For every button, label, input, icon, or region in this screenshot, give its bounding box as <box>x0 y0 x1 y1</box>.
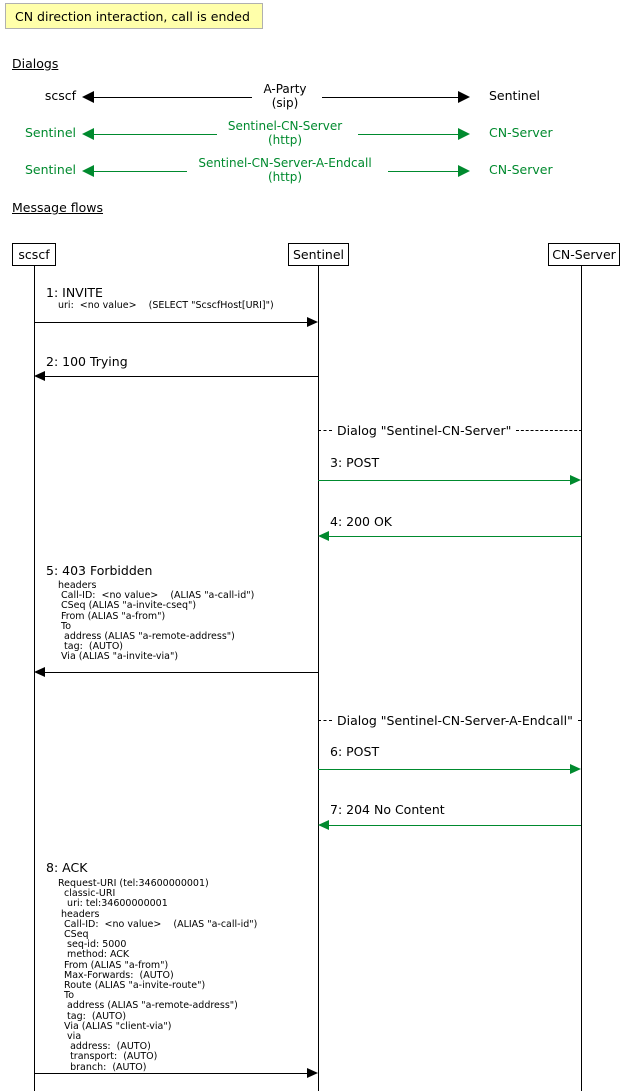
lifeline-scscf <box>34 266 35 1091</box>
message-label-4: 4: 200 OK <box>330 514 393 529</box>
dialog-label-protocol: (http) <box>268 170 302 184</box>
message-line-8 <box>34 1073 308 1074</box>
dialog-line-left <box>94 97 252 98</box>
arrow-left-icon <box>318 820 329 830</box>
dialog-right-endpoint: CN-Server <box>489 125 553 140</box>
message-label-6: 6: POST <box>330 744 380 759</box>
dialog-label-name: Sentinel-CN-Server <box>227 119 343 133</box>
message-label-1: 1: INVITE <box>46 285 103 300</box>
dialog-row: Sentinel Sentinel-CN-Server-A-Endcall (h… <box>0 156 624 193</box>
message-label-8: 8: ACK <box>46 860 88 875</box>
dialog-line-right <box>358 134 458 135</box>
participant-label: Sentinel <box>293 247 345 262</box>
dialog-row: scscf A-Party (sip) Sentinel <box>0 82 624 119</box>
message-line-5 <box>45 672 318 673</box>
dialog-row: Sentinel Sentinel-CN-Server (http) CN-Se… <box>0 119 624 156</box>
message-detail-5: headers Call-ID: <no value> (ALIAS "a-ca… <box>58 580 255 663</box>
separator-dash-right <box>516 429 582 431</box>
message-label-2: 2: 100 Trying <box>46 354 128 369</box>
arrow-right-icon <box>570 475 581 485</box>
dialog-line-left <box>94 171 187 172</box>
arrow-right-icon <box>458 128 470 140</box>
message-line-3 <box>318 480 571 481</box>
dialog-left-endpoint: Sentinel <box>24 162 76 177</box>
dialog-left-endpoint: scscf <box>44 88 76 103</box>
message-flows-section-heading: Message flows <box>12 200 104 215</box>
arrow-right-icon <box>458 165 470 177</box>
dialogs-section-heading: Dialogs <box>12 56 59 71</box>
dialog-label-protocol: (http) <box>268 133 302 147</box>
participant-label: scscf <box>18 247 50 262</box>
message-line-4 <box>329 536 581 537</box>
arrow-left-icon <box>318 531 329 541</box>
arrow-left-icon <box>34 371 45 381</box>
arrow-right-icon <box>570 764 581 774</box>
message-line-7 <box>329 825 581 826</box>
dialog-left-endpoint: Sentinel <box>24 125 76 140</box>
separator-dash-left <box>318 719 332 721</box>
dialog-label: Sentinel-CN-Server-A-Endcall (http) <box>187 156 383 184</box>
dialog-line-right <box>388 171 458 172</box>
dialog-right-endpoint: Sentinel <box>489 88 541 103</box>
dialog-label: Sentinel-CN-Server (http) <box>217 119 353 147</box>
participant-box-scscf[interactable]: scscf <box>12 243 56 266</box>
lifeline-cn-server <box>581 266 582 1091</box>
dialog-label-name: A-Party <box>263 82 307 96</box>
dialogs-list: scscf A-Party (sip) Sentinel Sentinel Se… <box>0 82 624 193</box>
dialog-right-endpoint: CN-Server <box>489 162 553 177</box>
arrow-right-icon <box>307 1068 318 1078</box>
arrow-right-icon <box>307 317 318 327</box>
message-detail-8: Request-URI (tel:34600000001) classic-UR… <box>58 878 258 1073</box>
message-label-3: 3: POST <box>330 455 380 470</box>
message-label-5: 5: 403 Forbidden <box>46 563 153 578</box>
participant-box-cn-server[interactable]: CN-Server <box>548 243 620 266</box>
lifeline-sentinel <box>318 266 319 1091</box>
dialog-label-name: Sentinel-CN-Server-A-Endcall <box>198 156 372 170</box>
dialog-line-left <box>94 134 217 135</box>
sequence-diagram: scscf Sentinel CN-Server 1: INVITE uri: … <box>0 240 624 1091</box>
arrow-left-icon <box>82 91 94 103</box>
separator-dash-left <box>318 429 332 431</box>
arrow-left-icon <box>34 667 45 677</box>
arrow-left-icon <box>82 165 94 177</box>
message-detail-1: uri: <no value> (SELECT "ScscfHost[URI]"… <box>58 300 274 311</box>
diagram-title-text: CN direction interaction, call is ended <box>15 8 250 24</box>
participant-label: CN-Server <box>552 247 616 262</box>
separator-label: Dialog "Sentinel-CN-Server-A-Endcall" <box>337 712 573 728</box>
message-line-1 <box>34 322 308 323</box>
participant-box-sentinel[interactable]: Sentinel <box>288 243 349 266</box>
message-line-6 <box>318 769 571 770</box>
dialog-separator-1: Dialog "Sentinel-CN-Server" <box>318 422 582 438</box>
message-line-2 <box>45 376 318 377</box>
separator-dash-right <box>577 719 582 721</box>
diagram-title-banner: CN direction interaction, call is ended <box>5 3 263 29</box>
dialog-label: A-Party (sip) <box>232 82 338 110</box>
separator-label: Dialog "Sentinel-CN-Server" <box>337 422 512 438</box>
arrow-left-icon <box>82 128 94 140</box>
arrow-right-icon <box>458 91 470 103</box>
message-label-7: 7: 204 No Content <box>330 802 445 817</box>
dialog-label-protocol: (sip) <box>271 96 299 110</box>
dialog-separator-2: Dialog "Sentinel-CN-Server-A-Endcall" <box>318 712 582 728</box>
dialog-line-right <box>322 97 458 98</box>
